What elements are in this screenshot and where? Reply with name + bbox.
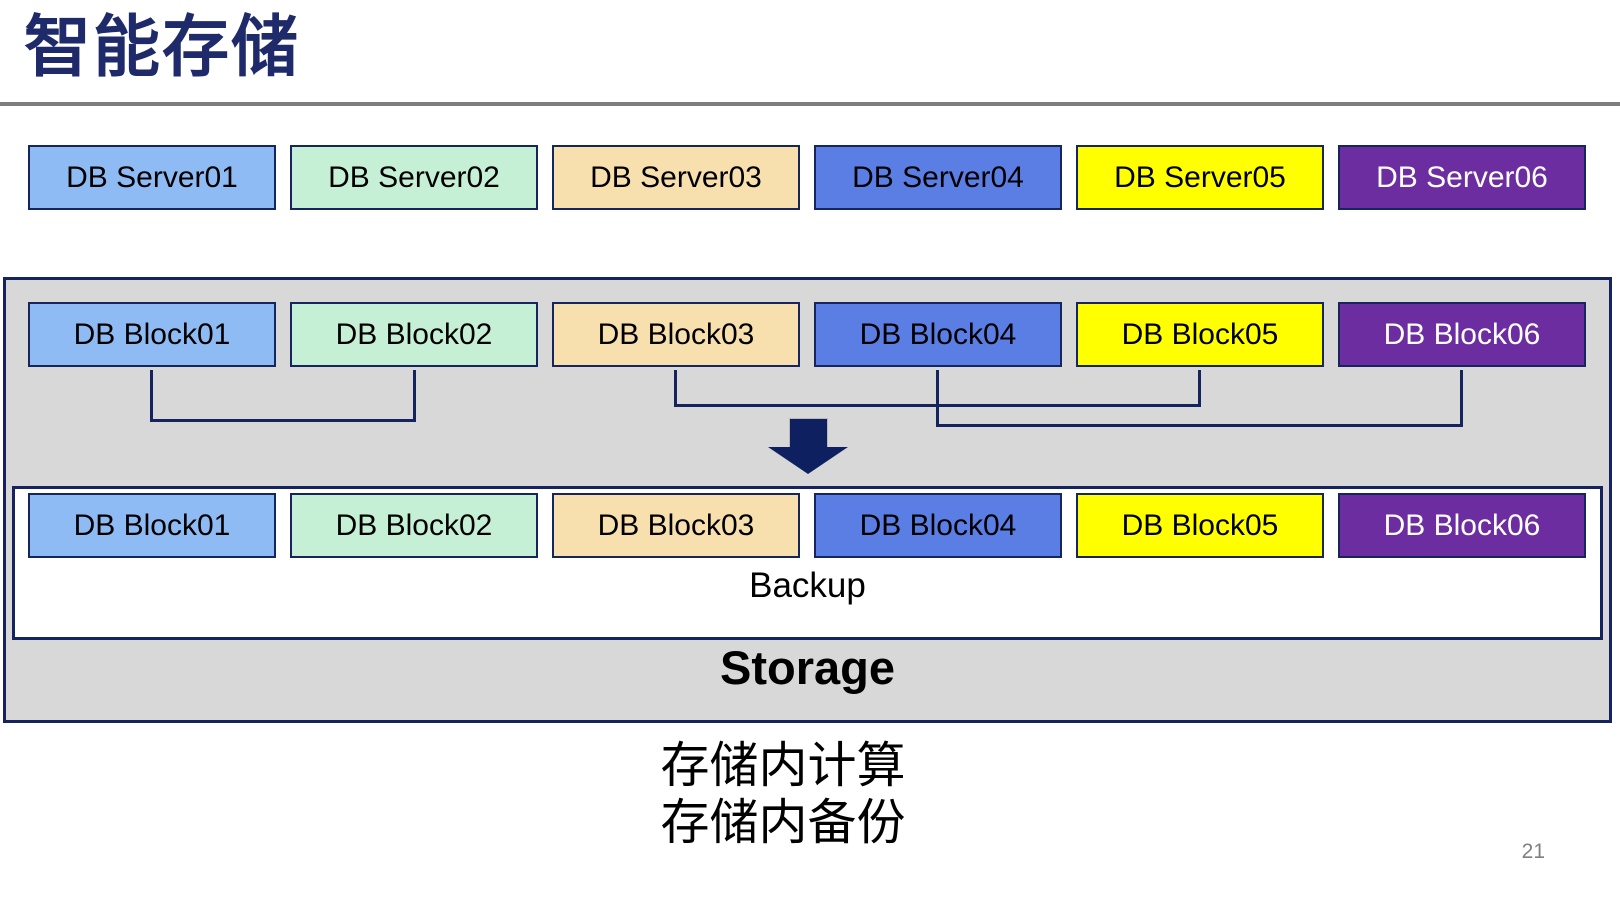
upper-db-block01-box: DB Block01 <box>28 302 276 367</box>
lower-db-block06-box: DB Block06 <box>1338 493 1586 558</box>
connector-block04-drop <box>936 370 939 427</box>
connector-block05-drop <box>1198 370 1201 407</box>
db-server03-box: DB Server03 <box>552 145 800 210</box>
lower-db-block04-box: DB Block04 <box>814 493 1062 558</box>
connector-block01-drop <box>150 370 153 422</box>
upper-db-block02-box: DB Block02 <box>290 302 538 367</box>
lower-db-block02-box: DB Block02 <box>290 493 538 558</box>
db-server02-box: DB Server02 <box>290 145 538 210</box>
lower-db-block05-box: DB Block05 <box>1076 493 1324 558</box>
db-server01-box: DB Server01 <box>28 145 276 210</box>
caption-block: 存储内计算 存储内备份 <box>0 738 1566 852</box>
caption-line-compute: 存储内计算 <box>660 739 906 793</box>
lower-db-block-row: DB Block01 DB Block02 DB Block03 DB Bloc… <box>28 493 1586 558</box>
db-server06-box: DB Server06 <box>1338 145 1586 210</box>
down-arrow-head-icon <box>768 447 848 474</box>
connector-block06-drop <box>1460 370 1463 427</box>
upper-db-block05-box: DB Block05 <box>1076 302 1324 367</box>
connector-block04-block06 <box>936 424 1463 427</box>
upper-db-block03-box: DB Block03 <box>552 302 800 367</box>
upper-db-block06-box: DB Block06 <box>1338 302 1586 367</box>
page-title: 智能存储 <box>24 10 300 85</box>
db-server05-box: DB Server05 <box>1076 145 1324 210</box>
upper-db-block-row: DB Block01 DB Block02 DB Block03 DB Bloc… <box>28 302 1586 367</box>
storage-label: Storage <box>720 641 895 694</box>
db-server04-box: DB Server04 <box>814 145 1062 210</box>
backup-box <box>12 486 1603 640</box>
upper-db-block04-box: DB Block04 <box>814 302 1062 367</box>
backup-label: Backup <box>749 566 866 605</box>
db-server-row: DB Server01 DB Server02 DB Server03 DB S… <box>28 145 1586 210</box>
page-number: 21 <box>1521 840 1545 863</box>
caption-line-backup: 存储内备份 <box>660 795 906 850</box>
connector-block02-drop <box>413 370 416 422</box>
down-arrow-icon <box>789 418 828 448</box>
lower-db-block01-box: DB Block01 <box>28 493 276 558</box>
connector-block03-drop <box>674 370 677 407</box>
connector-block01-block02 <box>150 419 416 422</box>
title-divider <box>0 102 1620 106</box>
lower-db-block03-box: DB Block03 <box>552 493 800 558</box>
